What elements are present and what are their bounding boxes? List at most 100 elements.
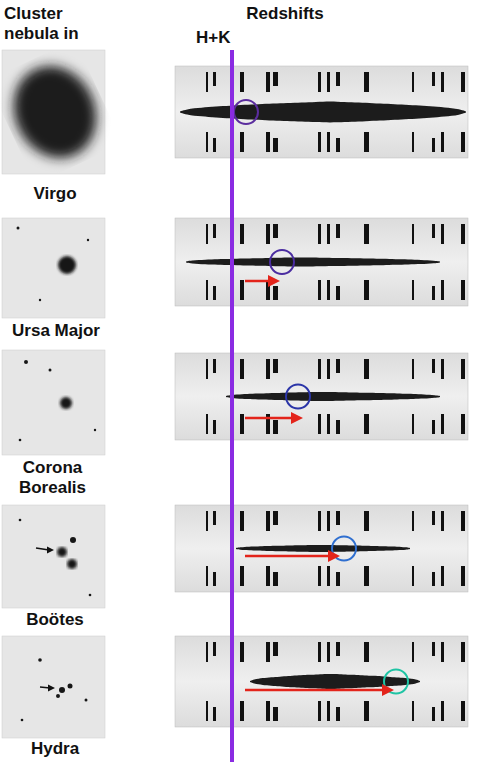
- comparison-line: [364, 224, 369, 244]
- comparison-line: [412, 566, 414, 586]
- comparison-line: [318, 511, 321, 531]
- shift-arrow: [245, 689, 384, 692]
- comparison-line: [461, 566, 465, 586]
- comparison-line: [441, 280, 444, 300]
- shift-arrowhead: [291, 412, 303, 424]
- comparison-line: [441, 566, 444, 586]
- comparison-line: [213, 420, 216, 434]
- star-image: [87, 239, 89, 241]
- comparison-line: [336, 72, 340, 86]
- nebula-spectrum: [236, 545, 410, 552]
- comparison-line: [318, 566, 321, 586]
- comparison-line: [213, 511, 216, 525]
- comparison-line: [206, 414, 208, 434]
- comparison-line: [273, 707, 278, 721]
- nebula-photo: [2, 505, 105, 608]
- comparison-line: [461, 132, 465, 152]
- shift-arrow: [245, 555, 330, 558]
- pointer-head: [47, 547, 54, 554]
- star-image: [19, 439, 22, 442]
- comparison-line: [364, 566, 369, 586]
- comparison-line: [318, 701, 321, 721]
- comparison-line: [206, 280, 208, 300]
- star-image: [68, 684, 73, 689]
- comparison-line: [364, 642, 369, 662]
- nebula-spectrum: [226, 392, 440, 401]
- comparison-line: [318, 280, 321, 300]
- comparison-line: [206, 701, 208, 721]
- comparison-line: [240, 132, 244, 152]
- comparison-line: [432, 286, 435, 300]
- comparison-line: [213, 224, 216, 238]
- comparison-line: [336, 707, 340, 721]
- line-label: H+K: [196, 28, 256, 48]
- comparison-line: [336, 359, 340, 373]
- nebula-spectrum: [186, 257, 440, 266]
- pointer-head: [48, 685, 55, 692]
- comparison-line: [273, 642, 278, 656]
- cluster-name: Virgo: [0, 184, 110, 204]
- comparison-line: [206, 72, 208, 92]
- comparison-line: [412, 701, 414, 721]
- star-image: [58, 256, 76, 274]
- comparison-line: [240, 701, 244, 721]
- comparison-line: [336, 286, 340, 300]
- comparison-line: [432, 138, 435, 152]
- comparison-line: [432, 642, 435, 656]
- hk-marker: [286, 385, 310, 409]
- comparison-line: [240, 224, 244, 244]
- nebula-spectrum: [250, 674, 420, 689]
- comparison-line: [327, 224, 330, 244]
- nebula-photo: [2, 350, 105, 455]
- star-image: [56, 694, 60, 698]
- star-image: [85, 699, 88, 702]
- comparison-line: [412, 72, 414, 92]
- plate-row: [2, 350, 468, 455]
- nebula-photo: [2, 636, 105, 738]
- nebula-photo: [2, 218, 105, 318]
- comparison-line: [240, 566, 244, 586]
- star-image: [59, 687, 65, 693]
- star-image: [38, 658, 42, 662]
- hk-reference-line: [230, 50, 234, 762]
- comparison-line: [441, 72, 444, 92]
- comparison-line: [461, 642, 465, 662]
- shift-arrow: [245, 280, 270, 283]
- comparison-line: [412, 414, 414, 434]
- cluster-name: Boötes: [0, 610, 110, 630]
- comparison-line: [327, 132, 330, 152]
- comparison-line: [213, 72, 216, 86]
- comparison-line: [412, 642, 414, 662]
- spectrum-plate: [175, 636, 468, 727]
- shift-arrowhead: [382, 684, 394, 696]
- comparison-line: [336, 511, 340, 525]
- comparison-line: [213, 707, 216, 721]
- comparison-line: [432, 511, 435, 525]
- comparison-line: [412, 224, 414, 244]
- comparison-line: [266, 642, 270, 662]
- comparison-line: [206, 642, 208, 662]
- comparison-line: [273, 72, 278, 86]
- star-image: [57, 547, 67, 557]
- comparison-line: [213, 642, 216, 656]
- comparison-line: [266, 132, 270, 152]
- shift-arrow: [245, 417, 293, 420]
- comparison-line: [364, 72, 369, 92]
- comparison-line: [441, 132, 444, 152]
- comparison-line: [432, 572, 435, 586]
- comparison-line: [318, 642, 321, 662]
- comparison-line: [213, 359, 216, 373]
- comparison-line: [266, 511, 270, 531]
- comparison-line: [240, 72, 244, 92]
- comparison-line: [412, 511, 414, 531]
- comparison-line: [432, 359, 435, 373]
- star-image: [49, 369, 52, 372]
- column-heading: Cluster nebula in: [4, 4, 104, 44]
- comparison-line: [336, 138, 340, 152]
- comparison-line: [461, 280, 465, 300]
- cluster-name: Corona Borealis: [0, 458, 105, 498]
- comparison-line: [364, 359, 369, 379]
- comparison-line: [206, 224, 208, 244]
- comparison-line: [327, 701, 330, 721]
